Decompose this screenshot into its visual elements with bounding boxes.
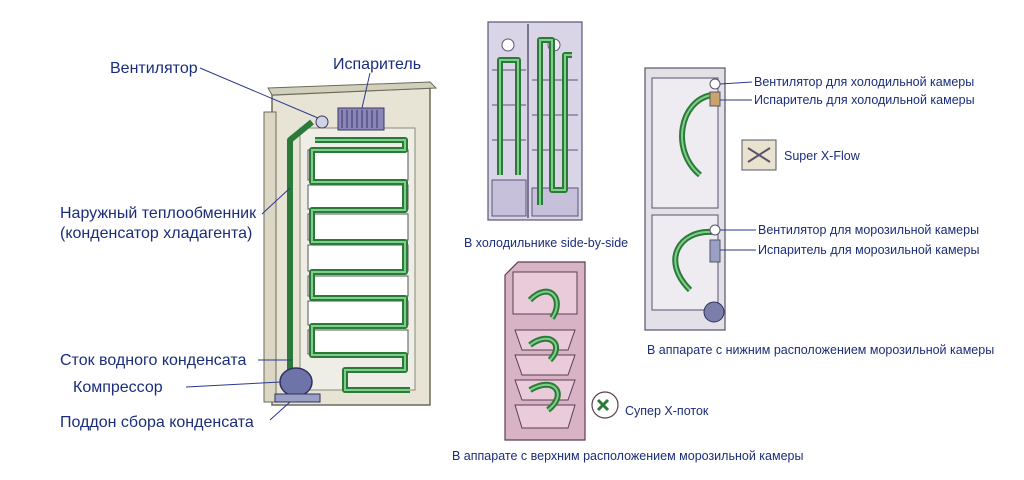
leader-evaporator	[361, 72, 371, 109]
label-super-xflow: Super X-Flow	[784, 149, 861, 163]
leader-fan	[199, 67, 319, 119]
bf-fridge-evaporator	[709, 91, 721, 107]
shelf	[307, 244, 409, 272]
label-drain: Сток водного конденсата	[60, 352, 246, 369]
shelf	[307, 184, 409, 210]
label-condenser-1: Наружный теплообменник	[60, 205, 257, 222]
airflow-path-highlight	[311, 139, 410, 391]
bf-freezer-fan-icon	[709, 224, 721, 236]
top-freezer-fridge	[504, 261, 619, 441]
label-freezer-evap: Испаритель для морозильной камеры	[758, 243, 979, 257]
super-x-flow-arrow	[596, 398, 610, 412]
sbs-fan-icon	[501, 38, 515, 52]
compressor-unit	[279, 367, 313, 397]
sbs-airflow-right-hl	[539, 39, 572, 205]
side-by-side-fridge	[487, 21, 583, 221]
caption-bottom-freezer: В аппарате с нижним расположением морози…	[647, 343, 994, 357]
condenser-tube	[287, 119, 314, 385]
label-freezer-fan: Вентилятор для морозильной камеры	[758, 223, 979, 237]
tf-airflow-hl	[529, 290, 559, 411]
leader-compressor	[185, 381, 282, 388]
super-x-flow-pattern	[747, 147, 771, 163]
shelf	[307, 213, 409, 241]
bf-compressor	[703, 301, 725, 323]
bf-airflow-bottom-hl	[674, 230, 713, 291]
caption-top-freezer: В аппарате с верхним расположением мороз…	[452, 449, 803, 463]
label-evaporator: Испаритель	[333, 56, 421, 73]
label-fridge-fan: Вентилятор для холодильной камеры	[754, 75, 974, 89]
label-fan: Вентилятор	[110, 60, 198, 77]
shelf	[307, 329, 409, 355]
label-compressor: Компрессор	[73, 379, 163, 396]
shelf	[307, 149, 409, 181]
caption-side-by-side: В холодильнике side-by-side	[464, 236, 628, 250]
condensate-tray	[274, 393, 321, 403]
label-super-x: Супер Х-поток	[625, 404, 709, 418]
sbs-left-drawer	[491, 179, 527, 217]
classic-fridge	[263, 81, 438, 406]
label-tray: Поддон сбора конденсата	[60, 414, 254, 431]
label-fridge-evap: Испаритель для холодильной камеры	[754, 93, 975, 107]
bf-fridge-fan-icon	[709, 78, 721, 90]
super-x-flow-panel	[741, 139, 777, 171]
fan-icon	[315, 115, 329, 129]
shelf	[307, 275, 409, 297]
label-condenser-2: (конденсатор хладагента)	[60, 225, 252, 242]
leader-condenser	[261, 187, 291, 215]
bf-leaders	[719, 81, 756, 251]
shelf	[307, 300, 409, 326]
evaporator-fins	[341, 110, 378, 128]
bf-airflow-top-hl	[681, 94, 713, 176]
bottom-freezer-fridge	[644, 67, 777, 331]
leader-tray	[269, 401, 291, 421]
fridge-top	[267, 81, 438, 96]
bf-freezer-evaporator	[709, 239, 721, 263]
fridge-door	[263, 111, 277, 403]
sbs-airflow-left-hl	[499, 59, 519, 175]
